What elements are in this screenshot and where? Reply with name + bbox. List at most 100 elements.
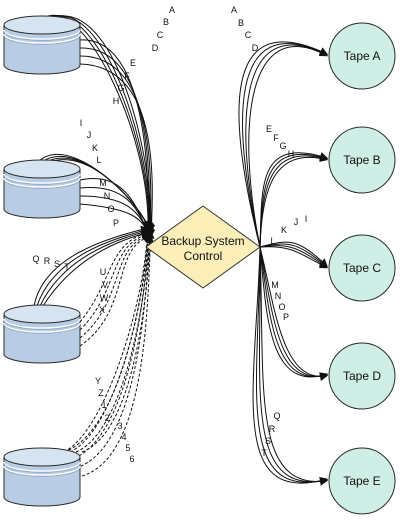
stream-K-to-tape-c-line bbox=[259, 245, 328, 268]
stream-label-N-out: N bbox=[275, 291, 282, 301]
tapes-layer: Tape A Tape B Tape C Tape D Tape E bbox=[328, 22, 396, 515]
stream-label-N-in: N bbox=[104, 191, 111, 201]
stream-label-V-in: V bbox=[102, 280, 108, 290]
stream-label-M-in: M bbox=[99, 178, 107, 188]
disks-layer bbox=[3, 15, 81, 507]
stream-6-to-control-line bbox=[81, 235, 155, 477]
disk-platter-shadow bbox=[3, 179, 81, 189]
stream-label-Z-in: Z bbox=[98, 388, 104, 398]
stream-label-I-in: I bbox=[80, 118, 83, 128]
disk-2-disk-icon bbox=[3, 159, 81, 219]
stream-label-O-out: O bbox=[278, 302, 285, 312]
stream-E-to-tape-b-line bbox=[259, 152, 328, 248]
stream-S-to-control-line bbox=[39, 228, 151, 307]
stream-2-to-control-line bbox=[81, 230, 155, 453]
stream-O-to-tape-d-line bbox=[259, 246, 328, 381]
stream-label-U-in: U bbox=[100, 267, 107, 277]
disk-platter-line bbox=[3, 461, 81, 472]
disk-platter-shadow bbox=[3, 35, 81, 45]
stream-H-to-tape-b-line bbox=[259, 154, 328, 248]
stream-label-J-out: J bbox=[294, 217, 299, 227]
stream-D-to-tape-a-line bbox=[248, 46, 328, 248]
stream-E-to-control-line bbox=[79, 39, 153, 234]
stream-R-to-tape-e-line bbox=[255, 246, 328, 486]
stream-N-to-tape-d-line bbox=[259, 246, 328, 381]
stream-M-to-tape-d-line bbox=[259, 246, 328, 381]
disk-platter-shadow bbox=[3, 324, 81, 334]
connections-layer bbox=[33, 14, 328, 486]
stream-label-P-in: P bbox=[113, 218, 119, 228]
tape-label: Tape B bbox=[343, 153, 380, 167]
stream-L-to-tape-c-line bbox=[259, 246, 328, 269]
stream-P-to-tape-d-line bbox=[259, 246, 328, 381]
stream-1-to-control-line bbox=[75, 229, 154, 453]
stream-C-to-tape-a-line bbox=[245, 44, 328, 248]
disk-top bbox=[3, 304, 81, 324]
stream-label-M-out: M bbox=[271, 280, 279, 290]
disk-top bbox=[3, 15, 81, 35]
tape-label: Tape A bbox=[344, 49, 381, 63]
stream-R-to-control-line bbox=[36, 227, 150, 307]
stream-label-I-out: I bbox=[305, 214, 308, 224]
stream-label-A-in: A bbox=[169, 5, 175, 15]
stream-label-K-in: K bbox=[92, 143, 98, 153]
disk-platter-line bbox=[3, 322, 81, 333]
stream-D-to-control-line bbox=[59, 15, 156, 233]
stream-Q-to-control-line bbox=[33, 225, 149, 307]
disk-platter-line bbox=[3, 465, 81, 476]
tape-b-node: Tape B bbox=[328, 126, 396, 194]
stream-label-D-in: D bbox=[152, 43, 159, 53]
stream-label-3-in: 3 bbox=[117, 421, 122, 431]
stream-label-T-out: T bbox=[261, 448, 267, 458]
disk-platter-shadow bbox=[3, 320, 81, 330]
stream-label-G-in: G bbox=[117, 83, 124, 93]
stream-label-X-in: X bbox=[99, 305, 105, 315]
stream-A-to-tape-a-line bbox=[238, 41, 328, 248]
tape-label: Tape D bbox=[343, 369, 381, 383]
stream-label-K-out: K bbox=[281, 225, 287, 235]
tape-label: Tape E bbox=[343, 474, 380, 488]
disk-1-disk-icon bbox=[3, 15, 81, 75]
stream-label-F-out: F bbox=[273, 133, 279, 143]
disk-platter-shadow bbox=[3, 175, 81, 185]
stream-label-T-in: T bbox=[64, 262, 70, 272]
stream-T-to-control-line bbox=[42, 229, 152, 307]
tape-label: Tape C bbox=[343, 261, 381, 275]
stream-X-to-control-line bbox=[79, 234, 152, 347]
stream-H-to-control-line bbox=[79, 63, 156, 238]
stream-label-F-in: F bbox=[124, 71, 130, 81]
stream-label-J-in: J bbox=[87, 130, 92, 140]
tape-d-node: Tape D bbox=[328, 342, 396, 410]
stream-label-C-in: C bbox=[157, 30, 164, 40]
stream-label-H-in: H bbox=[113, 96, 120, 106]
stream-label-R-out: R bbox=[269, 424, 276, 434]
disk-platter-line bbox=[3, 318, 81, 329]
stream-label-S-out: S bbox=[265, 436, 271, 446]
stream-3-to-control-line bbox=[63, 231, 152, 453]
stream-G-to-tape-b-line bbox=[259, 153, 328, 248]
tape-circle bbox=[328, 22, 396, 90]
stream-label-S-in: S bbox=[54, 259, 60, 269]
stream-4-to-control-line bbox=[69, 233, 153, 461]
tape-circle bbox=[328, 342, 396, 410]
stream-U-to-control-line bbox=[79, 230, 149, 323]
stream-label-1-in: 1 bbox=[101, 400, 106, 410]
control-diamond bbox=[145, 205, 261, 289]
stream-S-to-tape-e-line bbox=[258, 246, 328, 486]
stream-label-4-in: 4 bbox=[121, 432, 126, 442]
disk-top bbox=[3, 159, 81, 179]
backup-system-control: Backup System Control bbox=[145, 205, 261, 289]
control-label-line2: Control bbox=[184, 249, 223, 263]
stream-T-to-tape-e-line bbox=[259, 246, 328, 486]
disk-4-disk-icon bbox=[3, 447, 81, 507]
stream-label-P-out: P bbox=[283, 312, 289, 322]
stream-label-A-out: A bbox=[231, 5, 237, 15]
stream-label-L-out: L bbox=[270, 236, 275, 246]
stream-label-H-out: H bbox=[288, 149, 295, 159]
tape-circle bbox=[328, 234, 396, 302]
disk-platter-shadow bbox=[3, 463, 81, 473]
stream-label-R-in: R bbox=[44, 256, 51, 266]
disk-platter-line bbox=[3, 173, 81, 184]
